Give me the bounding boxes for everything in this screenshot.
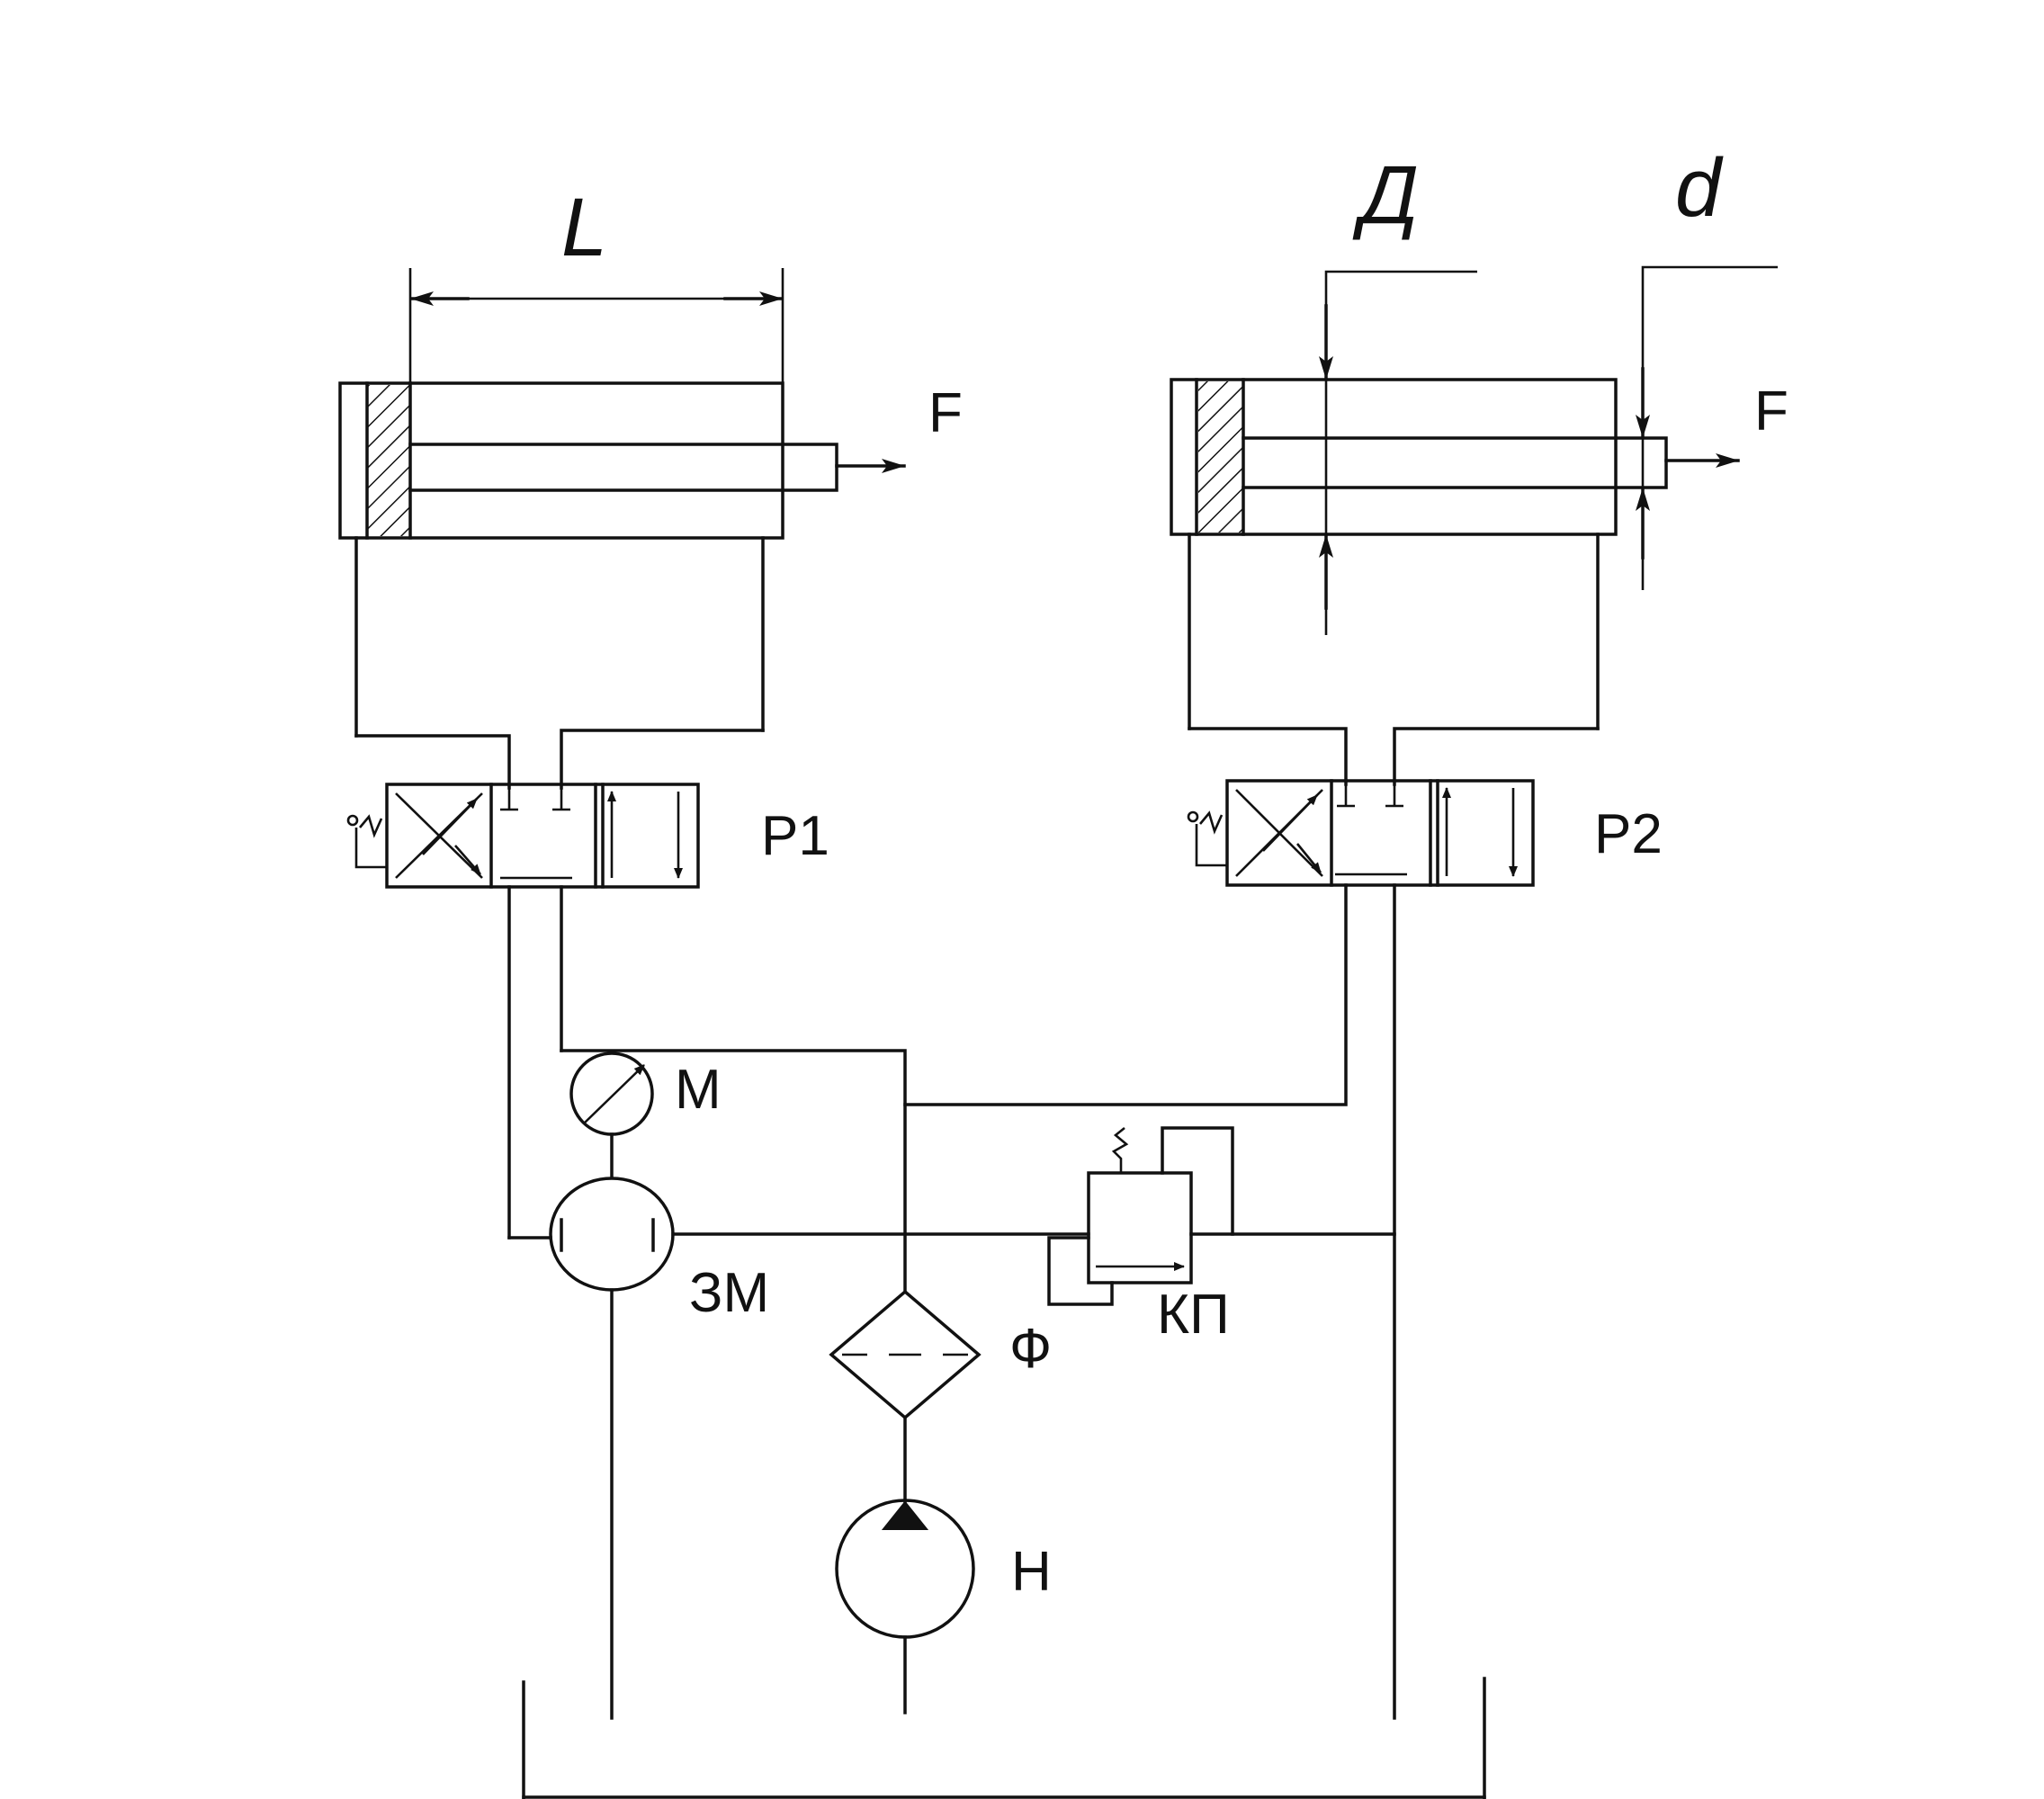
cylinder-2: [1170, 378, 1740, 730]
gauge-switch-label: ЗМ: [689, 1262, 769, 1324]
piston-diameter-dimension: [1319, 270, 1477, 635]
manometer-label: M: [675, 1059, 722, 1121]
force-label-1: F: [928, 382, 963, 444]
relief-valve: [1047, 1126, 1396, 1306]
relief-valve-label: КП: [1157, 1284, 1230, 1346]
manometer: [569, 1052, 654, 1178]
stroke-dimension-l: [408, 268, 784, 444]
directional-valve-p2: [903, 727, 1600, 1720]
rod-diameter-label: d: [1675, 142, 1724, 234]
gauge-switch: [507, 1177, 1090, 1720]
pump: [835, 1499, 975, 1714]
stroke-length-label: L: [561, 182, 607, 273]
directional-valve-p1: [346, 729, 907, 1293]
cylinder-1: [338, 381, 906, 738]
pump-label: Н: [1011, 1541, 1052, 1603]
tank: [522, 1677, 1486, 1799]
filter-label: Ф: [1009, 1318, 1052, 1380]
valve-label-p2: P2: [1594, 803, 1663, 865]
valve-label-p1: P1: [761, 805, 829, 867]
piston-diameter-label: Д: [1352, 149, 1419, 241]
filter: [829, 1289, 982, 1504]
rod-diameter-dimension: [1636, 265, 1778, 590]
force-label-2: F: [1754, 380, 1788, 443]
